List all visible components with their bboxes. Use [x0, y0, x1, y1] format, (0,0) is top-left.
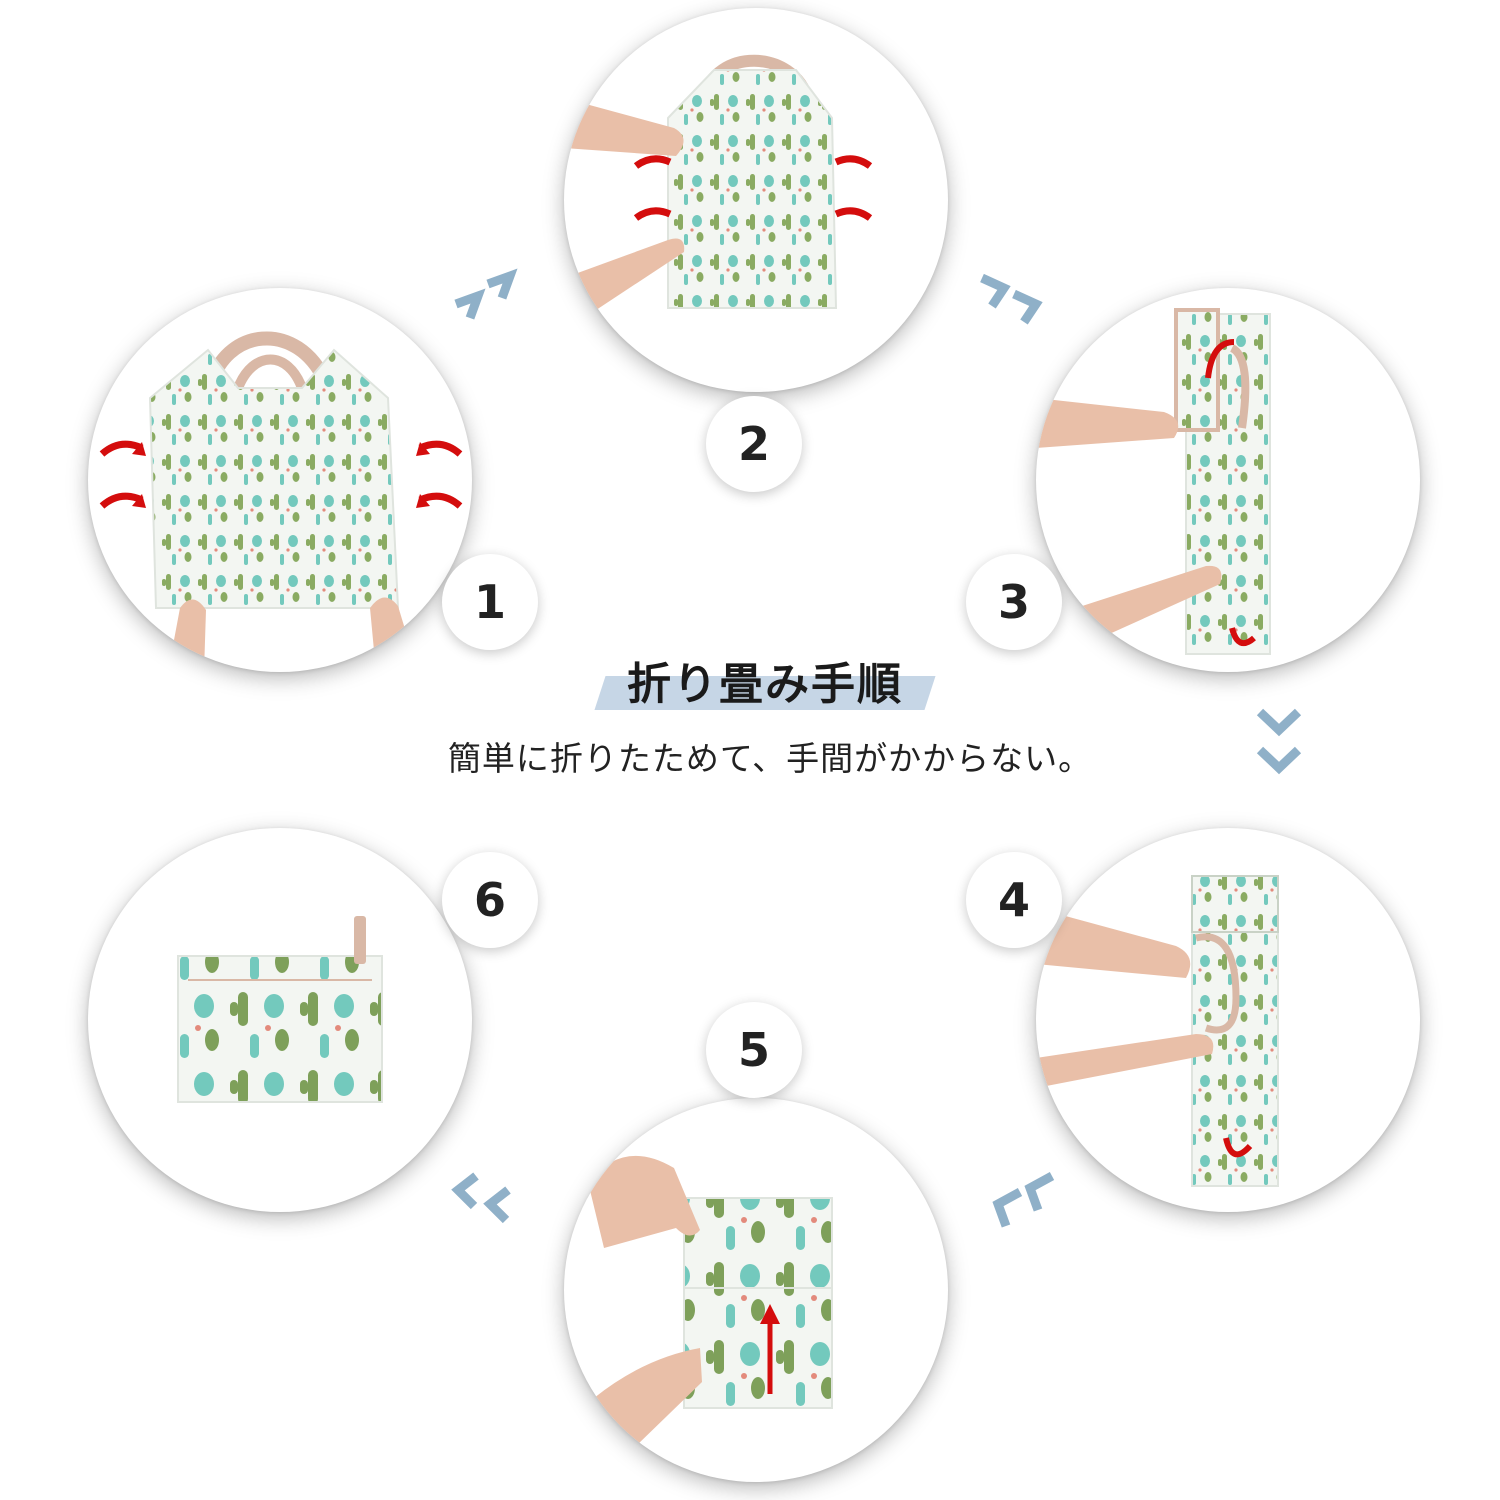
- step-1-photo: [88, 288, 472, 672]
- step-1-number: 1: [442, 554, 538, 650]
- step-5-photo: [564, 1098, 948, 1482]
- chevron-4-to-5-icon: [992, 1172, 1055, 1228]
- title-block: 折り畳み手順: [594, 648, 936, 718]
- chevron-3-to-4-icon: [1256, 708, 1302, 775]
- step-5-number: 5: [706, 1002, 802, 1098]
- subtitle: 簡単に折りたためて、手間がかからない。: [447, 739, 1093, 778]
- step-3-photo: [1036, 288, 1420, 672]
- chevron-5-to-6-icon: [451, 1172, 511, 1224]
- step-6-photo: [88, 828, 472, 1212]
- chevron-2-to-3-icon: [980, 273, 1043, 325]
- step-6-number: 6: [442, 852, 538, 948]
- chevron-1-to-2-icon: [454, 268, 518, 320]
- step-2-number: 2: [706, 396, 802, 492]
- page-title: 折り畳み手順: [627, 659, 903, 710]
- step-3-number: 3: [966, 554, 1062, 650]
- step-2-photo: [564, 8, 948, 392]
- step-4-photo: [1036, 828, 1420, 1212]
- step-4-number: 4: [966, 852, 1062, 948]
